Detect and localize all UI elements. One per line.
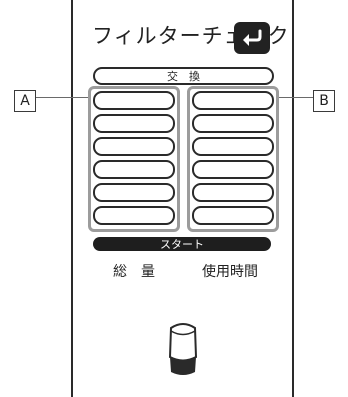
back-button[interactable] [234, 22, 270, 54]
total-slot-4[interactable] [93, 160, 175, 179]
exchange-label: 交 換 [167, 69, 200, 83]
start-label: スタート [160, 238, 204, 251]
usage-slot-2[interactable] [192, 114, 274, 133]
filter-group-total [88, 86, 180, 232]
total-slot-2[interactable] [93, 114, 175, 133]
callout-b-leader [276, 97, 313, 98]
usage-slot-4[interactable] [192, 160, 274, 179]
total-slot-6[interactable] [93, 206, 175, 225]
return-arrow-icon [243, 29, 262, 46]
filter-group-usage-time [187, 86, 279, 232]
usage-slot-5[interactable] [192, 183, 274, 202]
callout-a-leader [36, 97, 88, 98]
callout-b: B [313, 90, 335, 112]
panel-right-edge [292, 0, 294, 397]
usage-slot-3[interactable] [192, 137, 274, 156]
usage-time-label: 使用時間 [202, 264, 258, 280]
callout-b-label: B [319, 93, 329, 109]
usage-slot-6[interactable] [192, 206, 274, 225]
total-slot-1[interactable] [93, 91, 175, 110]
usage-slot-1[interactable] [192, 91, 274, 110]
callout-a-label: A [20, 93, 30, 109]
dial-knob-icon[interactable] [165, 320, 201, 382]
callout-a: A [14, 90, 36, 112]
panel-left-edge [71, 0, 73, 397]
total-label: 総 量 [113, 264, 155, 280]
total-slot-5[interactable] [93, 183, 175, 202]
start-button[interactable]: スタート [93, 237, 271, 251]
exchange-button[interactable]: 交 換 [93, 67, 274, 85]
total-slot-3[interactable] [93, 137, 175, 156]
